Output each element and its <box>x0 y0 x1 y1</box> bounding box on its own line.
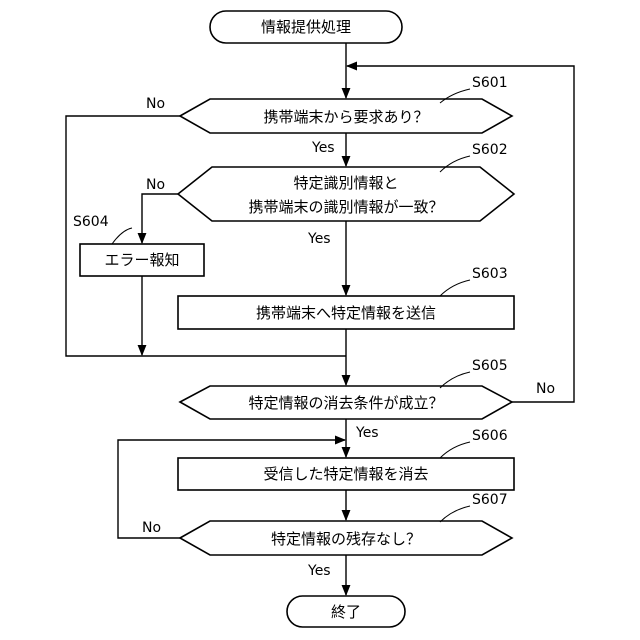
decision-s607: 特定情報の残存なし？ <box>180 521 512 555</box>
s607-id: S607 <box>472 492 508 508</box>
s604-text: エラー報知 <box>104 251 179 269</box>
decision-s602: 特定識別情報と 携帯端末の識別情報が一致？ <box>178 167 514 221</box>
s601-yes-label: Yes <box>311 140 335 156</box>
s602-text-line2: 携帯端末の識別情報が一致？ <box>248 198 443 216</box>
s607-leader <box>440 506 470 522</box>
decision-s601: 携帯端末から要求あり？ <box>180 99 512 133</box>
s603-id: S603 <box>472 266 508 282</box>
s605-text: 特定情報の消去条件が成立？ <box>248 394 443 412</box>
connector-s602-no <box>142 194 178 243</box>
s602-id: S602 <box>472 142 508 158</box>
s602-no-label: No <box>146 177 165 193</box>
s601-no-label: No <box>146 96 165 112</box>
s601-id: S601 <box>472 75 508 91</box>
s605-no-label: No <box>536 381 555 397</box>
s607-text: 特定情報の残存なし？ <box>271 530 421 548</box>
process-s603: 携帯端末へ特定情報を送信 <box>178 296 514 329</box>
start-terminal: 情報提供処理 <box>210 11 402 43</box>
process-s604: エラー報知 <box>80 244 204 276</box>
s607-yes-label: Yes <box>307 563 331 579</box>
s607-no-label: No <box>142 520 161 536</box>
process-s606: 受信した特定情報を消去 <box>178 458 514 490</box>
s606-leader <box>440 442 470 458</box>
end-terminal: 終了 <box>287 596 405 627</box>
s605-id: S605 <box>472 358 508 374</box>
s603-text: 携帯端末へ特定情報を送信 <box>256 304 436 322</box>
s602-text-line1: 特定識別情報と <box>293 174 398 192</box>
decision-s605: 特定情報の消去条件が成立？ <box>180 386 512 419</box>
s604-leader <box>112 228 132 244</box>
s606-text: 受信した特定情報を消去 <box>263 465 428 483</box>
end-label: 終了 <box>331 603 361 621</box>
s606-id: S606 <box>472 428 508 444</box>
start-label: 情報提供処理 <box>261 18 351 36</box>
s601-text: 携帯端末から要求あり？ <box>263 108 428 126</box>
s602-yes-label: Yes <box>307 231 331 247</box>
s605-yes-label: Yes <box>355 425 379 441</box>
s603-leader <box>440 280 470 296</box>
s604-id: S604 <box>73 214 109 230</box>
